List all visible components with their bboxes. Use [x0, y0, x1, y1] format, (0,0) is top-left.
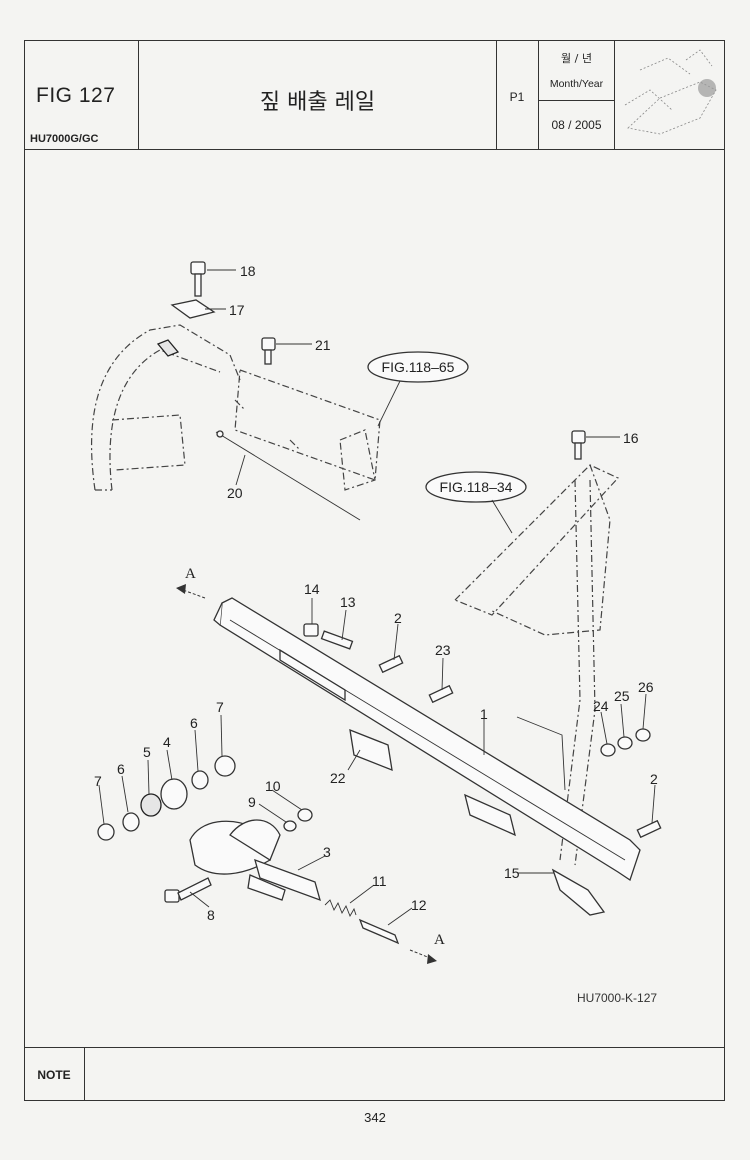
bolt-13 — [320, 630, 354, 650]
callout-22: 22 — [330, 770, 346, 786]
callout-13: 13 — [340, 594, 356, 610]
arm-3 — [189, 819, 321, 902]
callout-8: 8 — [207, 907, 215, 923]
page-number: 342 — [364, 1110, 386, 1125]
stopper-22 — [349, 728, 393, 772]
upper-frame-assembly — [90, 324, 381, 491]
header-col-divider — [496, 40, 497, 150]
bracket-17 — [170, 299, 216, 319]
pin-12 — [358, 918, 400, 945]
direction-mark-a-lower: A — [434, 932, 445, 948]
hook-rod — [516, 716, 566, 791]
callout-12: 12 — [411, 897, 427, 913]
ref-ellipse-118-65 — [367, 351, 469, 383]
callout-6-left: 6 — [117, 761, 125, 777]
page-frame — [24, 40, 725, 1101]
callout-5: 5 — [143, 744, 151, 760]
callout-15: 15 — [504, 865, 520, 881]
callout-24: 24 — [593, 698, 609, 714]
note-col-divider — [84, 1047, 85, 1101]
drawing-code: HU7000-K-127 — [577, 991, 657, 1005]
direction-arrow-lower — [409, 949, 437, 964]
note-label: NOTE — [37, 1068, 71, 1082]
nut-14 — [303, 623, 319, 637]
issue-date: 08 / 2005 — [551, 118, 602, 132]
callout-7-left: 7 — [94, 773, 102, 789]
callout-11: 11 — [372, 873, 387, 889]
callout-14: 14 — [304, 581, 320, 597]
header-divider — [24, 149, 725, 150]
nut-10 — [297, 808, 313, 822]
svg-text:FIG.118–34: FIG.118–34 — [440, 479, 513, 495]
bolt-8 — [164, 877, 212, 903]
callout-16: 16 — [623, 430, 639, 446]
callout-23: 23 — [435, 642, 451, 658]
callout-4: 4 — [163, 734, 171, 750]
page-code: P1 — [509, 90, 525, 104]
clip — [156, 339, 180, 357]
bolt-23 — [428, 684, 454, 704]
page-title: 짚 배출 레일 — [259, 90, 376, 115]
washer-25 — [617, 736, 633, 750]
ref-ellipse-118-34 — [425, 471, 527, 503]
header-col-divider — [614, 40, 615, 150]
rail-1 — [213, 597, 641, 882]
callout-18: 18 — [240, 263, 256, 279]
callout-26: 26 — [638, 679, 654, 695]
header-col-divider — [138, 40, 139, 150]
figure-number: FIG 127 — [36, 84, 116, 107]
callout-6-right: 6 — [190, 715, 198, 731]
svg-text:FIG.118–65: FIG.118–65 — [382, 359, 455, 375]
callout-2-lower: 2 — [650, 771, 658, 787]
note-divider — [24, 1047, 725, 1048]
machine-thumbnail — [624, 49, 717, 135]
washer-9 — [283, 820, 297, 832]
rod-20 — [215, 431, 361, 521]
month-year-korean: 월 / 년 — [561, 52, 592, 65]
model-code: HU7000G/GC — [30, 133, 99, 145]
bracket-15 — [551, 868, 606, 916]
bolt-2-upper — [378, 654, 404, 674]
callout-10: 10 — [265, 778, 281, 794]
callout-3: 3 — [323, 844, 331, 860]
callout-21: 21 — [315, 337, 331, 353]
nut-26 — [635, 728, 651, 742]
roller-assembly — [97, 755, 236, 841]
leader-lines — [98, 269, 656, 926]
rail-bracket — [464, 793, 516, 837]
bolt-21 — [261, 337, 276, 365]
month-year-english: Month/Year — [549, 78, 604, 90]
month-year-divider — [538, 100, 614, 101]
callout-17: 17 — [229, 302, 245, 318]
direction-mark-a-upper: A — [185, 566, 196, 582]
callout-25: 25 — [614, 688, 630, 704]
bolt-16 — [571, 430, 586, 460]
direction-arrow-upper — [176, 584, 206, 599]
washer-24 — [600, 743, 616, 757]
callout-20: 20 — [227, 485, 243, 501]
callout-2-upper: 2 — [394, 610, 402, 626]
callout-1: 1 — [480, 706, 488, 722]
header-col-divider — [538, 40, 539, 150]
bolt-18 — [190, 261, 206, 297]
bolt-2-lower — [636, 819, 662, 839]
callout-9: 9 — [248, 794, 256, 810]
spring-11 — [324, 899, 357, 918]
callout-7-right: 7 — [216, 699, 224, 715]
